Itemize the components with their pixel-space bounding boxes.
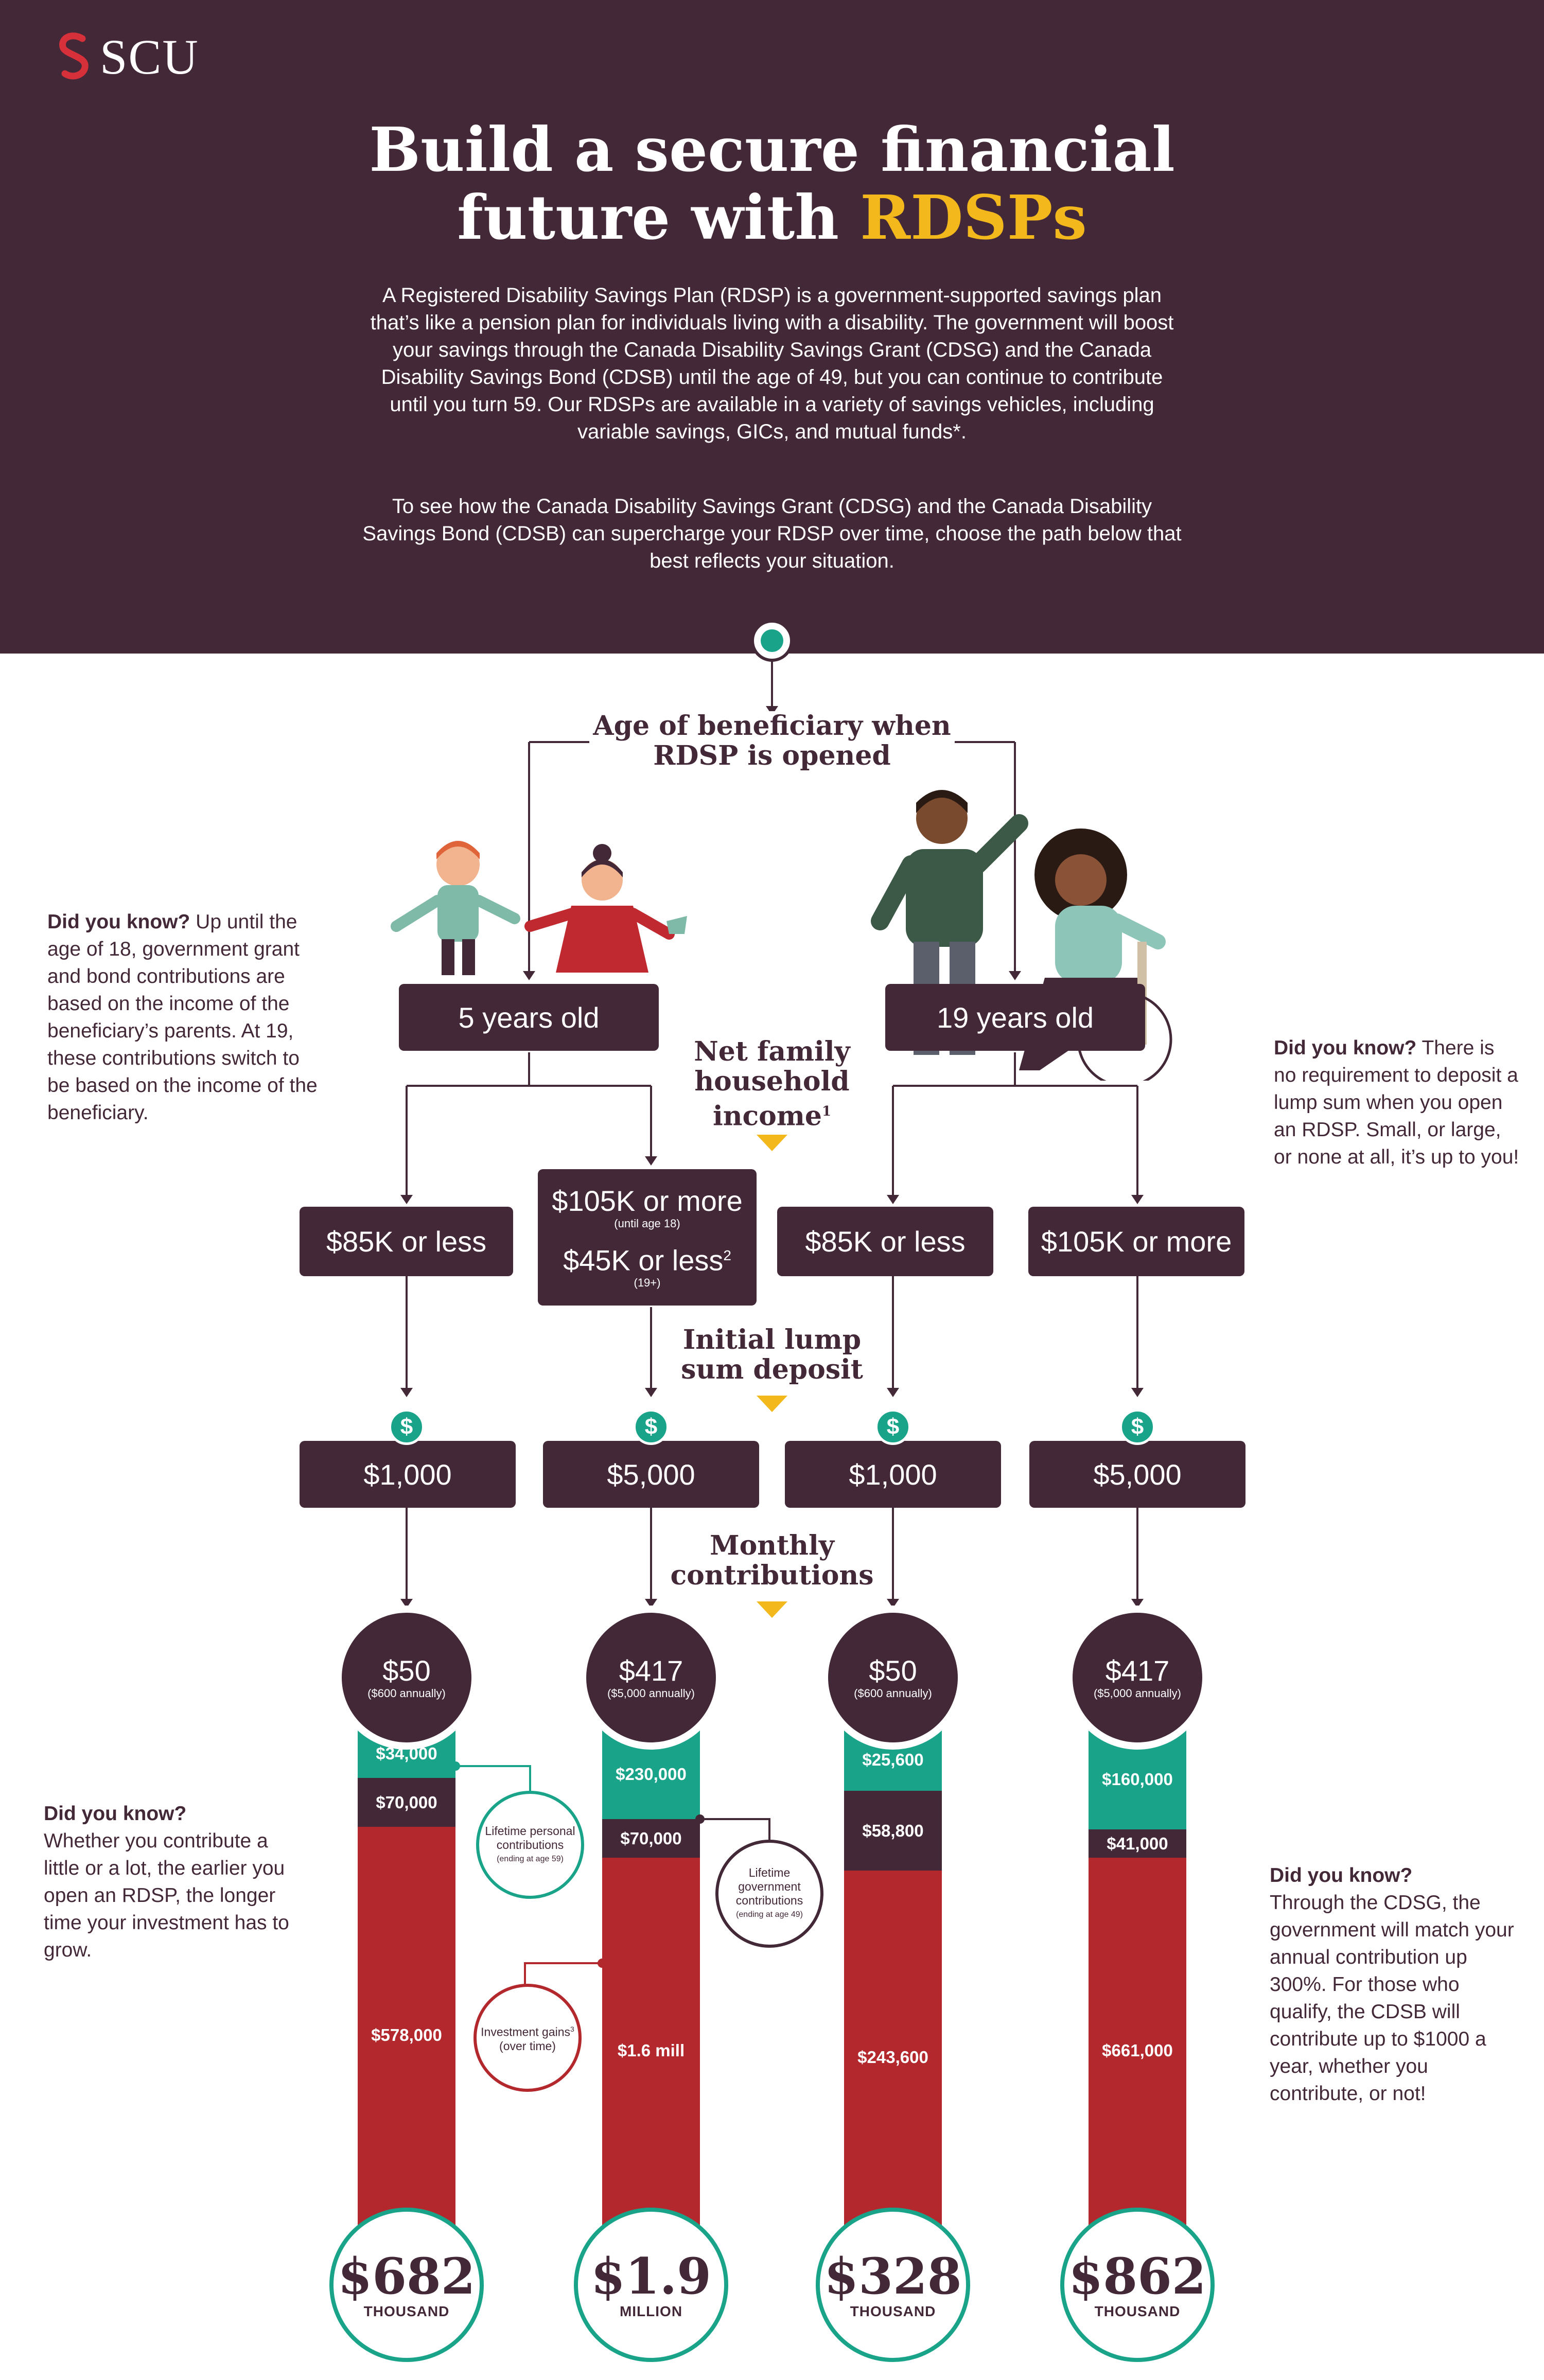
header-band	[0, 0, 1544, 654]
did-you-know-open-early: Did you know? Whether you contribute a li…	[44, 1800, 301, 1964]
deposit-box-3: $1,000	[785, 1441, 1001, 1508]
did-you-know-cdsg-match: Did you know? Through the CDSG, the gover…	[1270, 1862, 1522, 2107]
bar-2-personal: $70,000	[602, 1819, 700, 1858]
total-value: $328	[824, 2247, 962, 2305]
bar-4-gains: $661,000	[1089, 1858, 1186, 2244]
total-unit: THOUSAND	[1094, 2303, 1181, 2319]
intro-instruction: To see how the Canada Disability Savings…	[362, 495, 1182, 572]
did-you-know-text: Up until the age of 18, government grant…	[47, 911, 318, 1124]
deposit-box-4: $5,000	[1029, 1441, 1245, 1508]
total-4: $862 THOUSAND	[1060, 2208, 1215, 2362]
did-you-know-label: Did you know?	[1274, 1037, 1417, 1059]
dollar-icon: $	[633, 1409, 669, 1445]
income-b-top: $105K or more	[552, 1184, 743, 1217]
dollar-icon: $	[875, 1409, 911, 1445]
monthly-amount: $417	[1105, 1654, 1170, 1687]
income-label-text: Net family household income	[694, 1036, 850, 1132]
total-1: $682 THOUSAND	[329, 2208, 484, 2362]
income-b-top-note: (until age 18)	[614, 1217, 680, 1230]
dollar-icon: $	[1119, 1409, 1155, 1445]
callout-gains-text: Investment gains3 (over time)	[481, 2022, 574, 2053]
callout-personal-text: Lifetime personal contributions (ending a…	[479, 1824, 581, 1866]
total-unit: THOUSAND	[363, 2303, 450, 2319]
dollar-icon: $	[389, 1409, 425, 1445]
bar-3-personal: $58,800	[844, 1791, 942, 1871]
monthly-amount: $417	[619, 1654, 683, 1687]
callout-personal: Lifetime personal contributions (ending a…	[476, 1791, 584, 1899]
monthly-amount: $50	[382, 1654, 431, 1687]
callout-gains: Investment gains3 (over time)	[473, 1984, 582, 2092]
total-unit: MILLION	[619, 2303, 683, 2319]
income-b-footnote: 2	[723, 1247, 731, 1263]
bar-3-gains: $243,600	[844, 1871, 942, 2244]
scu-logo-icon	[59, 32, 89, 79]
monthly-annual: ($5,000 annually)	[1093, 1687, 1181, 1700]
income-85k-or-less-adult[interactable]: $85K or less	[777, 1207, 993, 1276]
section-deposit-label: Initial lump sum deposit	[677, 1325, 867, 1385]
total-unit: THOUSAND	[850, 2303, 936, 2319]
bar-2-gains: $1.6 mill	[602, 1858, 700, 2244]
did-you-know-parents-income: Did you know? Up until the age of 18, go…	[47, 908, 325, 1126]
did-you-know-label: Did you know?	[47, 911, 190, 933]
bar-4-personal: $41,000	[1089, 1829, 1186, 1858]
title-highlight: RDSPs	[860, 182, 1087, 253]
children-illustration	[391, 841, 687, 975]
total-value: $682	[338, 2247, 476, 2305]
callout-personal-note: (ending at age 59)	[497, 1854, 564, 1863]
monthly-annual: ($5,000 annually)	[607, 1687, 695, 1700]
total-value: $1.9	[591, 2247, 711, 2305]
scu-logo[interactable]: SCU	[57, 28, 199, 85]
did-you-know-label: Did you know?	[44, 1803, 187, 1825]
income-b-bottom: $45K or less2	[563, 1240, 731, 1277]
deposit-box-2: $5,000	[543, 1441, 759, 1508]
callout-government-main: Lifetime government contributions	[735, 1866, 803, 1907]
age-5-years-option[interactable]: 5 years old	[399, 984, 659, 1051]
income-85k-or-less-young[interactable]: $85K or less	[300, 1207, 513, 1276]
age-19-years-option[interactable]: 19 years old	[885, 984, 1145, 1051]
deposit-box-1: $1,000	[300, 1441, 516, 1508]
callout-personal-main: Lifetime personal contributions	[485, 1824, 575, 1852]
callout-gains-note: (over time)	[499, 2039, 556, 2053]
total-2: $1.9 MILLION	[574, 2208, 728, 2362]
did-you-know-text: Through the CDSG, the government will ma…	[1270, 1892, 1514, 2105]
income-footnote: 1	[821, 1104, 832, 1119]
income-b-bottom-text: $45K or less	[563, 1244, 724, 1277]
total-value: $862	[1068, 2247, 1206, 2305]
bar-1-gains: $578,000	[358, 1827, 455, 2244]
monthly-annual: ($600 annually)	[367, 1687, 446, 1700]
did-you-know-text: Whether you contribute a little or a lot…	[44, 1830, 289, 1961]
page-title-line-2: future with RDSPs	[0, 184, 1544, 252]
did-you-know-lump-sum: Did you know? There is no requirement to…	[1274, 1034, 1521, 1171]
logo-text: SCU	[100, 29, 199, 84]
did-you-know-text: There is no requirement to deposit a lum…	[1274, 1037, 1519, 1168]
monthly-annual: ($600 annually)	[854, 1687, 932, 1700]
income-b-bottom-note: (19+)	[634, 1276, 661, 1290]
section-age-label: Age of beneficiary when RDSP is opened	[589, 711, 955, 771]
intro-paragraph: A Registered Disability Savings Plan (RD…	[370, 284, 1174, 443]
title-part-a: future with	[457, 182, 839, 253]
did-you-know-label: Did you know?	[1270, 1864, 1413, 1887]
section-monthly-label: Monthly contributions	[664, 1531, 880, 1591]
section-income-label: Net family household income1	[677, 1036, 867, 1132]
monthly-amount: $50	[869, 1654, 917, 1687]
page-title-line-1: Build a secure financial	[369, 114, 1175, 185]
income-105k-or-more-young[interactable]: $105K or more (until age 18) $45K or les…	[538, 1169, 757, 1306]
total-3: $328 THOUSAND	[816, 2208, 970, 2362]
callout-gains-main: Investment gains	[481, 2025, 571, 2039]
callout-gains-footnote: 3	[570, 2025, 574, 2034]
bar-1-personal: $70,000	[358, 1778, 455, 1827]
income-105k-or-more-adult[interactable]: $105K or more	[1028, 1207, 1244, 1276]
callout-government-text: Lifetime government contributions (ending…	[718, 1866, 820, 1921]
callout-government: Lifetime government contributions (ending…	[715, 1840, 823, 1948]
callout-government-note: (ending at age 49)	[736, 1910, 803, 1919]
